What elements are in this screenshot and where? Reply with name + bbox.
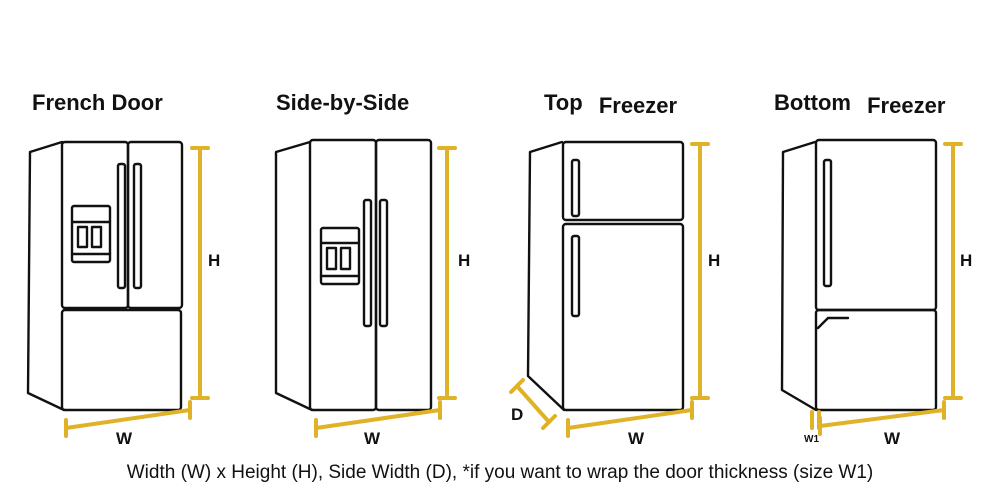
french-bottom-drawer bbox=[60, 308, 183, 412]
bottom-height-dimension bbox=[943, 142, 963, 400]
bottom-width-label: W bbox=[884, 429, 901, 448]
side-width-label: W bbox=[364, 429, 381, 448]
title-top-word: Top bbox=[544, 90, 583, 115]
bottom-side-panel bbox=[780, 140, 818, 412]
top-freezer-handle bbox=[570, 158, 581, 218]
side-left-handle bbox=[362, 198, 373, 328]
side-side-panel bbox=[274, 140, 314, 412]
bottom-fridge-handle bbox=[822, 158, 833, 288]
top-height-dimension bbox=[690, 142, 710, 400]
bottom-freezer-drawer bbox=[814, 308, 938, 412]
french-height-label: H bbox=[208, 251, 220, 270]
title-bottom-freezer-word: Freezer bbox=[867, 93, 946, 118]
top-side-panel bbox=[526, 140, 566, 412]
top-depth-label: D bbox=[511, 405, 523, 424]
top-height-label: H bbox=[708, 251, 720, 270]
side-right-door bbox=[374, 138, 433, 412]
french-left-handle bbox=[116, 162, 127, 290]
title-side-by-side: Side-by-Side bbox=[276, 90, 410, 115]
french-side-panel bbox=[26, 140, 66, 412]
title-bottom-freezer: Bottom Freezer bbox=[774, 90, 946, 118]
side-height-label: H bbox=[458, 251, 470, 270]
french-water-dispenser bbox=[70, 204, 112, 264]
bottom-height-label: H bbox=[960, 251, 972, 270]
top-fridge-handle bbox=[570, 234, 581, 318]
top-fridge-door bbox=[561, 222, 685, 412]
french-width-dimension bbox=[64, 400, 192, 438]
side-water-dispenser bbox=[319, 226, 361, 286]
title-top-freezer-word: Freezer bbox=[598, 93, 678, 118]
bottom-fridge-door bbox=[814, 138, 938, 312]
top-freezer-door bbox=[561, 140, 685, 222]
top-width-dimension bbox=[566, 400, 694, 438]
fridge-side-by-side bbox=[274, 138, 433, 412]
bottom-door-thickness-label: W1 bbox=[804, 434, 819, 445]
side-right-handle bbox=[378, 198, 389, 328]
top-width-label: W bbox=[628, 429, 645, 448]
french-height-dimension bbox=[190, 146, 210, 400]
dimension-caption: Width (W) x Height (H), Side Width (D), … bbox=[126, 462, 874, 483]
french-right-door bbox=[126, 140, 184, 310]
fridge-bottom-freezer bbox=[780, 138, 938, 412]
side-height-dimension bbox=[437, 146, 457, 400]
fridge-french-door bbox=[26, 140, 184, 412]
top-depth-dimension bbox=[509, 378, 557, 430]
bottom-width-dimension bbox=[818, 400, 946, 436]
title-french-door: French Door bbox=[32, 90, 163, 115]
title-top-freezer: Top Freezer bbox=[544, 90, 678, 118]
bottom-door-thickness-dimension bbox=[810, 410, 821, 430]
french-width-label: W bbox=[116, 429, 133, 448]
title-bottom-word: Bottom bbox=[774, 90, 851, 115]
fridge-top-freezer bbox=[526, 140, 685, 412]
bottom-drawer-handle bbox=[816, 316, 850, 330]
french-right-handle bbox=[132, 162, 143, 290]
side-width-dimension bbox=[314, 400, 442, 438]
